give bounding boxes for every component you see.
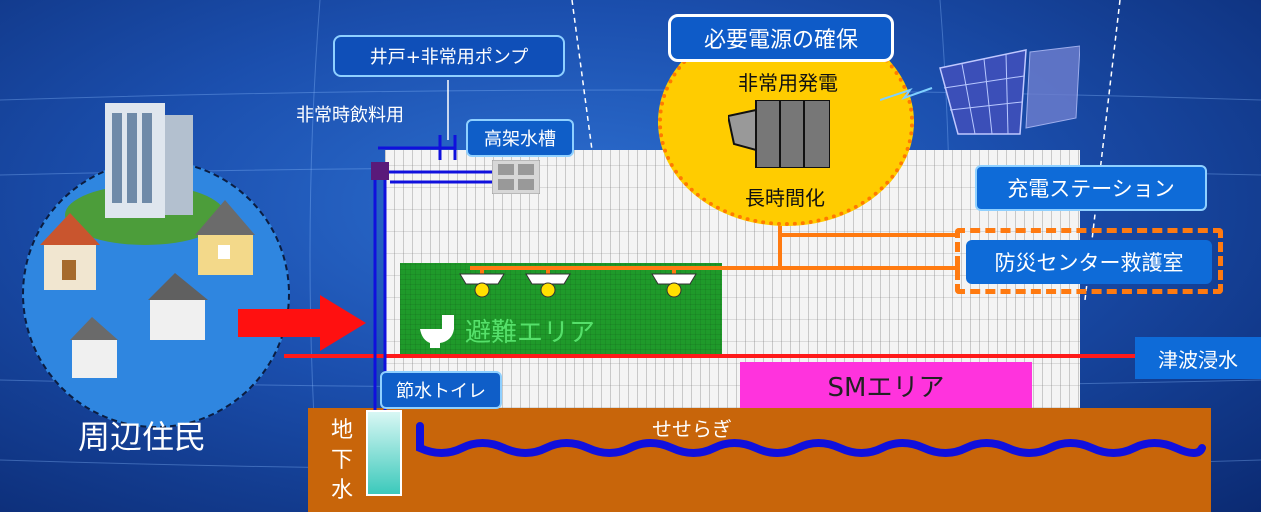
- arrow-icon: [238, 295, 366, 351]
- valve-icon: [371, 162, 389, 180]
- light-icon: [525, 273, 571, 298]
- disaster-center-frame: [955, 228, 1223, 294]
- water-saving-toilet-label: 節水トイレ: [380, 371, 502, 409]
- emergency-drinking-label: 非常時飲料用: [296, 105, 404, 126]
- elevated-tank-label: 高架水槽: [466, 119, 574, 157]
- well-pump-label: 井戸+非常用ポンプ: [333, 35, 565, 77]
- tsunami-line: [284, 354, 1144, 358]
- groundwater-char: 下: [330, 448, 353, 473]
- generator-icon: [728, 100, 830, 168]
- long-duration-label: 長時間化: [745, 186, 825, 210]
- apartment-icon: [65, 103, 225, 245]
- solar-panel-icon: [880, 45, 1080, 135]
- toilet-icon: [420, 315, 454, 348]
- disaster-center-label: 防災センター救護室: [966, 240, 1212, 284]
- evacuation-area-label: 避難エリア: [465, 318, 596, 348]
- house-icon: [148, 273, 208, 340]
- house-icon: [195, 200, 255, 275]
- groundwater-char: 地: [330, 418, 353, 443]
- power-secure-label: 必要電源の確保: [668, 14, 894, 62]
- groundwater-char: 水: [330, 478, 353, 503]
- emergency-generator-label: 非常用発電: [738, 71, 838, 95]
- groundwater-label: 地 下 水: [327, 416, 357, 506]
- water-tank-icon: [366, 410, 402, 496]
- sm-area: SMエリア: [740, 362, 1032, 408]
- tsunami-label: 津波浸水: [1135, 337, 1261, 379]
- residents-label: 周辺住民: [78, 418, 207, 456]
- charging-station-label: 充電ステーション: [975, 165, 1207, 211]
- ground-layer: [308, 408, 1211, 512]
- sm-area-label: SMエリア: [827, 372, 945, 403]
- stream-wave: [416, 422, 1206, 457]
- evacuation-area: [400, 263, 722, 355]
- stream-label: せせらぎ: [652, 417, 732, 441]
- house-icon: [70, 317, 118, 378]
- light-icon: [459, 273, 505, 298]
- residents-illustration: [40, 103, 255, 378]
- light-icons: [459, 273, 697, 298]
- light-icon: [651, 273, 697, 298]
- house-icon: [40, 213, 100, 290]
- water-tank-icon: [492, 160, 540, 194]
